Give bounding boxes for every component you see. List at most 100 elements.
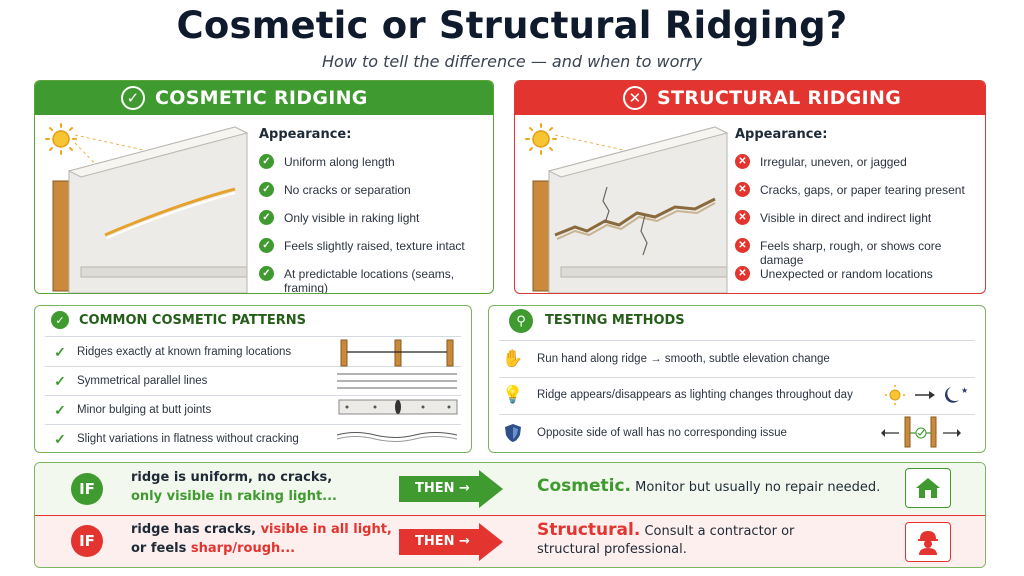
page-title: Cosmetic or Structural Ridging?	[176, 4, 848, 47]
structural-condition: ridge has cracks, visible in all light, …	[131, 520, 392, 558]
if-badge-cosmetic: IF	[71, 473, 103, 505]
patterns-panel: ✓ COMMON COSMETIC PATTERNS ✓ Ridges exac…	[34, 305, 472, 453]
checkmark-icon: ✓	[54, 401, 66, 418]
list-item-text: Run hand along ridge → smooth, subtle el…	[537, 353, 830, 365]
then-arrow-structural	[399, 523, 503, 561]
structural-result-key: Structural.	[537, 520, 641, 540]
patterns-header: ✓ COMMON COSMETIC PATTERNS	[35, 306, 471, 334]
structural-condition-part3: or feels	[131, 541, 191, 556]
list-item-text: Ridge appears/disappears as lighting cha…	[537, 389, 853, 401]
list-item-text: At predictable locations (seams, framing…	[284, 267, 455, 294]
svg-text:★: ★	[961, 386, 968, 395]
structural-panel: ✕ STRUCTURAL RIDGING Appearance: ✕ Irregu…	[514, 80, 986, 294]
x-circle-icon: ✕	[623, 86, 647, 110]
structural-header: ✕ STRUCTURAL RIDGING	[515, 81, 985, 115]
checkmark-icon: ✓	[54, 343, 66, 360]
list-item: ✋ Run hand along ridge → smooth, subtle …	[489, 344, 985, 374]
check-icon: ✓	[259, 182, 274, 197]
check-icon: ✓	[259, 210, 274, 225]
cosmetic-result-key: Cosmetic.	[537, 476, 632, 496]
structural-wall-illustration	[525, 123, 729, 293]
decision-band: IF ridge is uniform, no cracks, only vis…	[34, 462, 986, 568]
wall-both-sides-icon	[881, 416, 961, 448]
x-icon: ✕	[735, 182, 750, 197]
check-circle-icon: ✓	[121, 86, 145, 110]
framing-diagram	[336, 339, 458, 442]
hand-icon: ✋	[502, 349, 524, 368]
list-item-text: Opposite side of wall has no correspondi…	[537, 427, 787, 439]
checkmark-icon: ✓	[54, 430, 66, 447]
list-item: ✓ Only visible in raking light	[259, 210, 493, 239]
list-item: ✓ Ridges exactly at known framing locati…	[35, 338, 471, 366]
cosmetic-header: ✓ COSMETIC RIDGING	[35, 81, 493, 115]
list-item-text: Minor bulging at butt joints	[77, 404, 212, 416]
page-subtitle: How to tell the difference — and when to…	[321, 52, 703, 71]
list-item-text: Feels slightly raised, texture intact	[284, 239, 465, 253]
structural-result-text1: Consult a contractor or	[644, 524, 795, 539]
cosmetic-condition-line1: ridge is uniform, no cracks,	[131, 470, 333, 485]
testing-header: ⚲ TESTING METHODS	[489, 306, 985, 334]
testing-panel: ⚲ TESTING METHODS ✋ Run hand along ridge…	[488, 305, 986, 453]
list-item-text: No cracks or separation	[284, 183, 411, 197]
list-item: ✕ Unexpected or random locations	[735, 266, 985, 293]
list-item: ✓ Feels slightly raised, texture intact	[259, 238, 493, 267]
magnifier-icon: ⚲	[509, 309, 533, 333]
check-icon: ✓	[259, 238, 274, 253]
list-item-text: Slight variations in flatness without cr…	[77, 433, 299, 445]
testing-heading: TESTING METHODS	[545, 312, 685, 328]
cosmetic-condition-line2: only visible in raking light...	[131, 489, 337, 504]
x-icon: ✕	[735, 238, 750, 253]
structural-condition-part4: sharp/rough...	[190, 541, 296, 556]
list-item: Opposite side of wall has no correspondi…	[489, 418, 985, 448]
sun-to-moon-icon: ★	[885, 385, 968, 405]
patterns-heading: COMMON COSMETIC PATTERNS	[79, 312, 307, 328]
list-item: ✕ Cracks, gaps, or paper tearing present	[735, 182, 985, 211]
x-icon: ✕	[735, 210, 750, 225]
cosmetic-heading: COSMETIC RIDGING	[155, 87, 368, 109]
then-label-structural: THEN →	[415, 534, 470, 549]
structural-heading: STRUCTURAL RIDGING	[657, 87, 902, 109]
list-item: ✓ Minor bulging at butt joints	[35, 396, 471, 424]
cosmetic-result-text: Monitor but usually no repair needed.	[635, 480, 881, 495]
shield-icon	[489, 423, 537, 443]
cosmetic-panel: ✓ COSMETIC RIDGING Appearance: ✓ Uniform …	[34, 80, 494, 294]
contractor-icon	[905, 522, 951, 562]
list-item-text: Uniform along length	[284, 155, 395, 169]
list-item: ✕ Irregular, uneven, or jagged	[735, 154, 985, 183]
list-item: ✓ Symmetrical parallel lines	[35, 367, 471, 395]
list-item-text: Irregular, uneven, or jagged	[760, 155, 907, 169]
sun-icon	[525, 123, 666, 160]
list-item: ✕Feels sharp, rough, or shows core damag…	[735, 238, 985, 267]
cosmetic-checklist: ✓ Uniform along length ✓ No cracks or sepa…	[259, 154, 493, 294]
decision-structural-row	[35, 515, 985, 567]
check-icon: ✓	[259, 266, 274, 281]
list-item: ✓ Slight variations in flatness without …	[35, 425, 471, 452]
structural-condition-part1: ridge has cracks,	[131, 522, 261, 537]
x-icon: ✕	[735, 266, 750, 281]
cosmetic-appearance-title: Appearance:	[259, 127, 352, 142]
structural-checklist: ✕ Irregular, uneven, or jagged ✕ Cracks, g…	[735, 154, 985, 293]
cosmetic-result: Cosmetic. Monitor but usually no repair …	[537, 477, 880, 497]
check-icon: ✓	[259, 154, 274, 169]
check-circle-icon: ✓	[51, 311, 69, 329]
list-item: ✓ No cracks or separation	[259, 182, 493, 211]
list-item: ✕ Visible in direct and indirect light	[735, 210, 985, 239]
decision-cosmetic-row	[35, 463, 985, 515]
if-badge-structural: IF	[71, 525, 103, 557]
list-item-text: Visible in direct and indirect light	[760, 211, 932, 225]
structural-appearance-title: Appearance:	[735, 127, 828, 142]
then-label-cosmetic: THEN →	[415, 481, 470, 496]
list-item: ✓ Uniform along length	[259, 154, 493, 183]
list-item-text: Only visible in raking light	[284, 211, 420, 225]
list-item: 💡 Ridge appears/disappears as lighting c…	[489, 380, 985, 410]
list-item-text: Ridges exactly at known framing location…	[77, 346, 292, 358]
structural-result-text2: structural professional.	[537, 542, 687, 557]
checkmark-icon: ✓	[54, 372, 66, 389]
cosmetic-wall-illustration	[45, 123, 249, 293]
x-icon: ✕	[735, 154, 750, 169]
structural-condition-part2: visible in all light,	[260, 522, 392, 537]
lightbulb-icon: 💡	[502, 385, 524, 404]
list-item-text: Cracks, gaps, or paper tearing present	[760, 183, 965, 197]
list-item-text: Unexpected or random locations	[760, 267, 933, 281]
list-item: ✓ At predictable locations (seams, framin…	[259, 266, 493, 294]
